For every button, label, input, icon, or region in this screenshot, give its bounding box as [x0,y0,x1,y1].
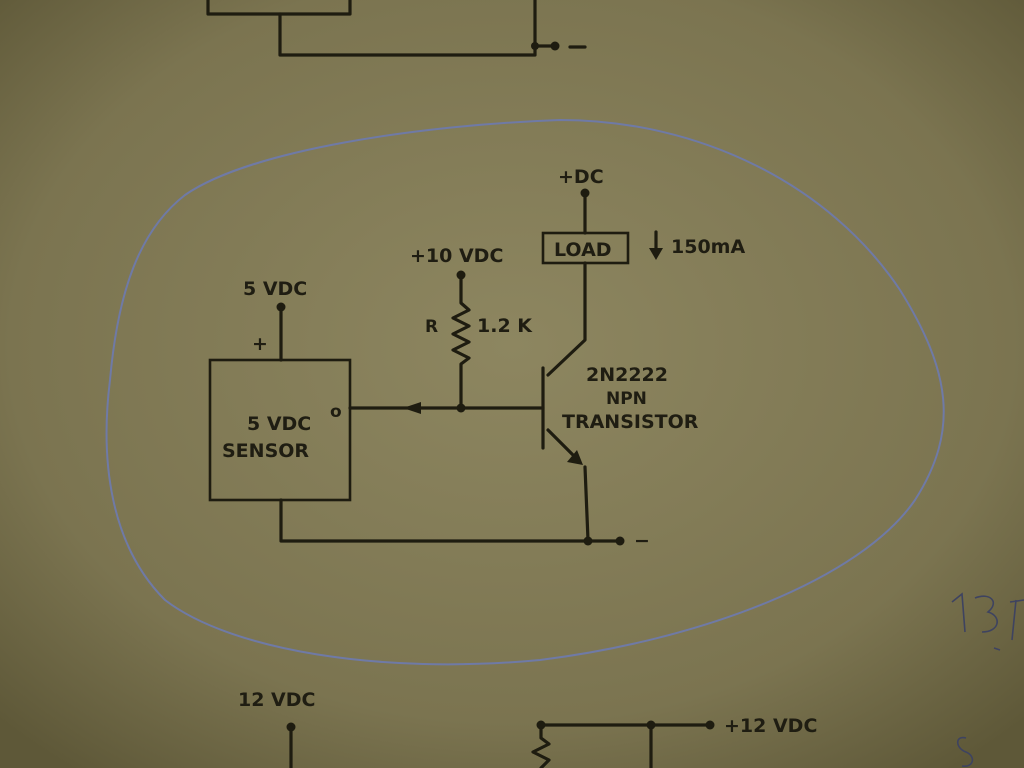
handwritten-note [951,592,1024,767]
ground-minus-label: − [634,530,650,552]
bottom-left-partial: 12 VDC [238,689,315,768]
resistor-name-label: R [425,317,438,337]
ground-terminal: − [583,530,650,552]
bottom-right-partial: +12 VDC [531,715,817,768]
hand-drawn-circle [105,118,945,666]
dc-supply: +DC [558,166,604,235]
sensor-text-line2: SENSOR [222,440,309,462]
load-current-label: 150mA [671,236,745,258]
sensor-supply-label: 5 VDC [243,278,307,300]
resistor-value-label: 1.2 K [477,315,533,337]
transistor-type-label: NPN [606,389,647,409]
bottom-left-supply-label: 12 VDC [238,689,315,711]
base-wire [348,402,545,414]
transistor-word-label: TRANSISTOR [562,411,699,433]
sensor-block: 5 VDC + 5 VDC o SENSOR [208,278,590,543]
dc-supply-label: +DC [558,166,604,188]
bottom-right-supply-label: +12 VDC [724,715,817,737]
sensor-text-line1: 5 VDC [247,413,311,435]
load-label: LOAD [554,239,612,261]
sensor-degree-mark: o [330,402,342,422]
load-current-indicator: 150mA [649,230,745,260]
top-partial-circuit [206,0,587,57]
npn-transistor: 2N2222 NPN TRANSISTOR [541,364,699,542]
sensor-plus-label: + [252,333,268,355]
pullup-resistor: +10 VDC R 1.2 K [410,245,533,410]
transistor-part-label: 2N2222 [586,364,668,386]
resistor-supply-label: +10 VDC [410,245,503,267]
collector-wire [546,261,587,377]
